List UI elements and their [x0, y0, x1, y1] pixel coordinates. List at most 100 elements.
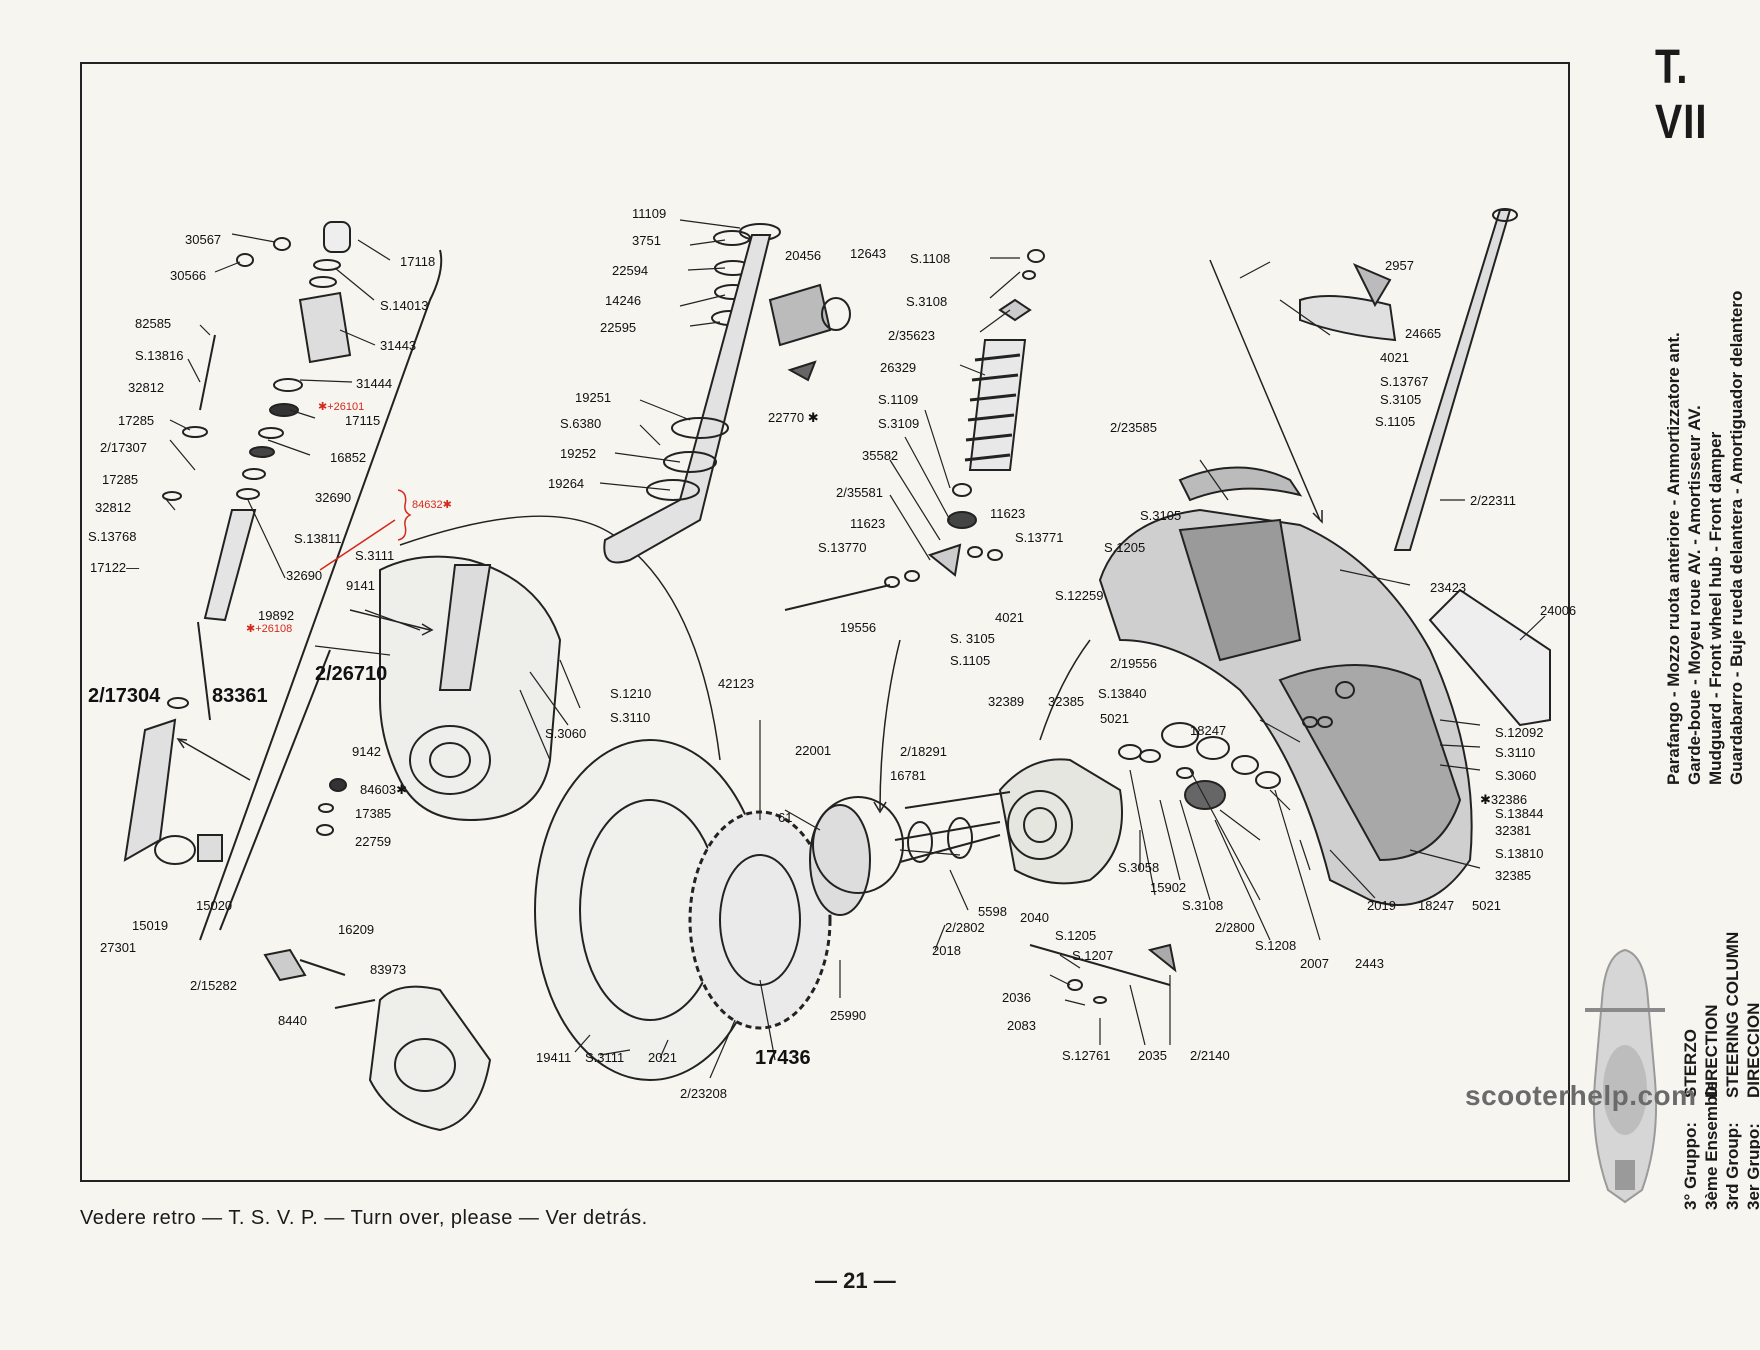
group-row-es: 3er Grupo:DIRECCION — [1744, 1002, 1760, 1210]
part-label: S.1205 — [1104, 540, 1145, 555]
part-label: S.13811 — [294, 531, 341, 546]
legend-line-it: Parafango - Mozzo ruota anteriore - Ammo… — [1664, 332, 1683, 785]
part-label: 2/26710 — [315, 663, 387, 685]
part-label: 2/35581 — [836, 485, 883, 500]
part-label: 27301 — [100, 940, 136, 955]
part-label: 2/23585 — [1110, 420, 1157, 435]
part-label: 17285 — [102, 472, 138, 487]
part-label: 24665 — [1405, 326, 1441, 341]
part-label: S.13767 — [1380, 374, 1428, 389]
part-label: 2021 — [648, 1050, 677, 1065]
part-label: 4021 — [1380, 350, 1409, 365]
part-label: 19892 — [258, 608, 294, 623]
part-label: 2443 — [1355, 956, 1384, 971]
part-label: S.3110 — [610, 710, 650, 725]
legend-block: Parafango - Mozzo ruota anteriore - Ammo… — [1663, 291, 1747, 785]
part-label: S.13770 — [818, 540, 866, 555]
part-label: S.1207 — [1072, 948, 1113, 963]
part-label: 5598 — [978, 904, 1007, 919]
part-label: 83361 — [212, 685, 268, 707]
part-label: 11623 — [850, 516, 885, 531]
part-label: 16852 — [330, 450, 366, 465]
part-label: 5021 — [1100, 711, 1129, 726]
part-label: 26329 — [880, 360, 916, 375]
steering-column — [603, 223, 851, 564]
scooter-icon — [1585, 948, 1665, 1204]
part-label: 24006 — [1540, 603, 1576, 618]
part-label: 2/23208 — [680, 1086, 727, 1101]
part-label: S.3060 — [545, 726, 586, 741]
part-label: 17385 — [355, 806, 391, 821]
part-label: S.13771 — [1015, 530, 1063, 545]
red-brace — [397, 489, 412, 541]
part-label: 5021 — [1472, 898, 1501, 913]
part-label: S.3058 — [1118, 860, 1159, 875]
part-label: 9141 — [346, 578, 375, 593]
part-label: S.13768 — [88, 529, 136, 544]
group-row-en: 3rd Group:STEERING COLUMN — [1723, 931, 1742, 1210]
damper-body — [438, 564, 492, 691]
part-label: 42123 — [718, 676, 754, 691]
part-label: S.13816 — [135, 348, 183, 363]
red-annotation — [319, 489, 412, 571]
part-label: 2/18291 — [900, 744, 947, 759]
part-label: 22595 — [600, 320, 636, 335]
part-label: 32389 — [988, 694, 1024, 709]
brake-drum — [534, 739, 1001, 1081]
part-label: S.3109 — [878, 416, 919, 431]
assembly-arrows — [176, 259, 1323, 814]
part-label: 35582 — [862, 448, 898, 463]
part-label: 2957 — [1385, 258, 1414, 273]
part-label: S.12259 — [1055, 588, 1103, 603]
part-label: S.3105 — [1380, 392, 1421, 407]
part-label: 32812 — [128, 380, 164, 395]
part-label: 18247 — [1418, 898, 1454, 913]
part-label: 9142 — [352, 744, 381, 759]
group-block: 3° Gruppo:STERZO 3ème Ensemble:DIRECTION… — [1680, 932, 1760, 1210]
part-label: 2/35623 — [888, 328, 935, 343]
right-hub — [894, 722, 1281, 1004]
damper-bracket-line — [199, 249, 443, 941]
part-label: 82585 — [135, 316, 171, 331]
watermark: scooterhelp.com — [1465, 1080, 1697, 1111]
part-label: S.1105 — [950, 653, 990, 668]
part-label: 2/17304 — [88, 685, 161, 707]
part-label: 2018 — [932, 943, 961, 958]
part-label: 12643 — [850, 246, 886, 261]
part-label: S.1109 — [878, 392, 918, 407]
leader-lines — [164, 219, 1546, 1079]
part-label: 32385 — [1495, 868, 1531, 883]
part-label: ✱32386 — [1480, 792, 1527, 807]
part-label: S.3110 — [1495, 745, 1535, 760]
part-label: 20456 — [785, 248, 821, 263]
legend-line-es: Guardabarro - Buje rueda delantera - Amo… — [1727, 290, 1746, 785]
group-row-it: 3° Gruppo:STERZO — [1681, 1029, 1700, 1210]
part-label: 19556 — [840, 620, 876, 635]
part-label: 19252 — [560, 446, 596, 461]
part-label: 32690 — [286, 568, 322, 583]
part-label: 2/19556 — [1110, 656, 1157, 671]
part-drawings — [123, 208, 1551, 1132]
spring-assembly — [784, 249, 1045, 611]
part-label: 2/22311 — [1470, 493, 1516, 508]
part-label: S.1205 — [1055, 928, 1096, 943]
part-label: S.3108 — [906, 294, 947, 309]
part-label: 19251 — [575, 390, 611, 405]
part-label: 4021 — [995, 610, 1024, 625]
page-title: T. VII — [1655, 41, 1708, 149]
part-label: 2083 — [1007, 1018, 1036, 1033]
group-row-fr: 3ème Ensemble:DIRECTION — [1702, 1004, 1721, 1211]
part-label: 2007 — [1300, 956, 1329, 971]
part-label: 19411 — [536, 1050, 571, 1065]
part-label: 17285 — [118, 413, 154, 428]
part-label: 17115 — [345, 413, 380, 428]
part-labels: 30567 30566 17118 S.14013 82585 31443 S.… — [88, 206, 1576, 1101]
part-label: 2/15282 — [190, 978, 237, 993]
mudguard — [1098, 208, 1551, 906]
part-label: 2/2140 — [1190, 1048, 1230, 1063]
diagram-frame — [80, 62, 1570, 1182]
part-label: 17122— — [90, 560, 139, 575]
part-label: 32385 — [1048, 694, 1084, 709]
part-label: ✱+26101 — [318, 401, 364, 413]
